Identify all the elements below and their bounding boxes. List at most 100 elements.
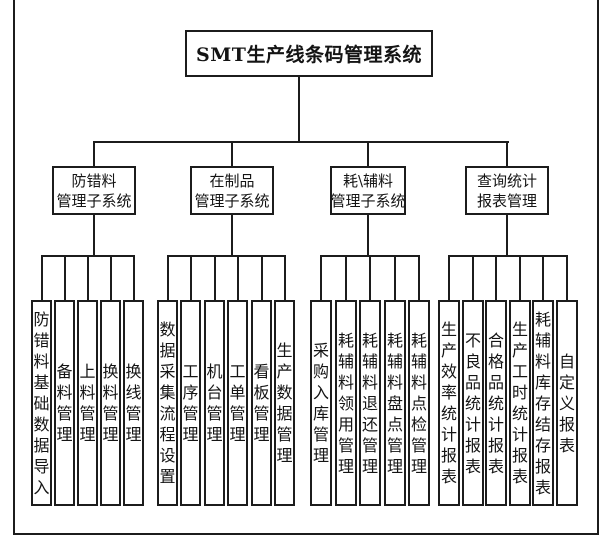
leaf-node-char: 辅	[337, 351, 354, 371]
leaf-node: 换线管理	[123, 300, 144, 506]
branch-node-label: 耗\辅料	[342, 171, 394, 190]
leaf-node-char: 统	[464, 393, 481, 413]
leaf-node-char: 料	[56, 383, 73, 402]
leaf-node-char: 计	[487, 414, 504, 434]
leaf-node-char: 报	[558, 414, 575, 434]
leaf-node-char: 报	[534, 456, 551, 476]
leaf-node-char: 理	[79, 425, 96, 444]
leaf-node-char: 定	[558, 372, 575, 392]
leaf-node-char: 据	[159, 341, 176, 360]
leaf-node-char: 数	[33, 414, 50, 434]
branch-node-label: 报表管理	[476, 191, 537, 210]
leaf-node-char: 表	[511, 467, 528, 486]
leaf-node: 耗辅料库存结存报表	[532, 300, 554, 506]
connector-leaf-drop	[542, 255, 544, 300]
connector-leaf-drop	[394, 255, 396, 300]
leaf-node-char: 换	[102, 362, 119, 381]
leaf-node: 耗辅料领用管理	[335, 300, 357, 506]
leaf-node: 自定义报表	[556, 300, 578, 506]
leaf-node-char: 管	[229, 404, 246, 423]
connector-branch-drop-3	[367, 141, 369, 166]
connector-leaf-drop	[40, 255, 43, 300]
branch-node-4: 查询统计报表管理	[465, 166, 549, 215]
leaf-node-char: 工	[182, 362, 199, 381]
leaf-node: 数据采集流程设置	[157, 300, 178, 506]
branch-node-label: 管理子系统	[194, 191, 270, 210]
leaf-node-char: 机	[206, 362, 223, 381]
leaf-node-char: 检	[410, 414, 427, 434]
leaf-node-char: 设	[159, 446, 176, 465]
leaf-node-char: 料	[386, 372, 403, 392]
connector-branch-drop-1	[93, 141, 95, 166]
leaf-node-char: 良	[464, 351, 481, 371]
connector-leaf-drop	[320, 255, 322, 300]
leaf-node-char: 盘	[386, 393, 403, 413]
leaf-node-char: 入	[312, 383, 329, 402]
leaf-node-char: 台	[206, 383, 223, 402]
branch-node-label: 管理子系统	[56, 191, 132, 210]
leaf-node-char: 上	[79, 362, 96, 381]
leaf-node-char: 管	[253, 404, 270, 423]
leaf-node-char: 耗	[337, 330, 354, 350]
leaf-node-char: 料	[33, 351, 50, 371]
connector-fan-bar-2	[166, 255, 286, 257]
connector-leaf-drop	[369, 255, 371, 300]
leaf-node-char: 耗	[534, 309, 551, 329]
leaf-node-char: 计	[511, 425, 528, 444]
branch-node-3: 耗\辅料管理子系统	[330, 166, 406, 215]
leaf-node-char: 置	[159, 467, 176, 486]
connector-leaf-drop	[109, 255, 112, 300]
leaf-node-char: 集	[159, 383, 176, 402]
connector-leaf-drop	[63, 255, 66, 300]
connector-leaf-drop	[519, 255, 521, 300]
leaf-node-char: 计	[440, 425, 457, 444]
leaf-node: 不良品统计报表	[462, 300, 484, 506]
root-node-label: SMT生产线条码管理系统	[196, 44, 422, 66]
leaf-node-char: 理	[102, 425, 119, 444]
leaf-node-char: 据	[276, 404, 293, 423]
leaf-node-char: 理	[56, 425, 73, 444]
leaf-node-char: 报	[487, 435, 504, 455]
leaf-node-char: 产	[276, 362, 293, 381]
connector-leaf-drop	[495, 255, 497, 300]
leaf-node-char: 单	[229, 383, 246, 402]
connector-branch-drop-4	[506, 141, 508, 166]
leaf-node-char: 管	[125, 404, 142, 423]
leaf-node-char: 耗	[410, 330, 427, 350]
leaf-node-char: 程	[159, 425, 176, 444]
leaf-node-char: 库	[312, 404, 329, 423]
leaf-node-char: 导	[33, 456, 50, 476]
leaf-node-char: 存	[534, 393, 551, 413]
leaf-node-char: 辅	[534, 330, 551, 350]
leaf-node-char: 计	[464, 414, 481, 434]
connector-fan-stem-3	[367, 215, 369, 257]
leaf-node-char: 流	[159, 404, 176, 423]
leaf-node-char: 品	[464, 372, 481, 392]
leaf-node-char: 板	[253, 383, 270, 402]
leaf-node-char: 管	[386, 435, 403, 455]
leaf-node-char: 耗	[386, 330, 403, 350]
leaf-node-char: 理	[410, 456, 427, 476]
leaf-node-char: 管	[79, 404, 96, 423]
leaf-node-char: 表	[464, 456, 481, 476]
connector-leaf-drop	[345, 255, 347, 300]
connector-leaf-drop	[448, 255, 450, 300]
leaf-node-char: 管	[312, 425, 329, 444]
leaf-node-char: 理	[312, 446, 329, 465]
leaf-node-char: 数	[276, 383, 293, 402]
leaf-node-char: 报	[464, 435, 481, 455]
leaf-node-char: 表	[487, 456, 504, 476]
leaf-node-char: 报	[440, 446, 457, 465]
leaf-node-char: 自	[558, 351, 575, 371]
leaf-node-char: 还	[361, 414, 378, 434]
leaf-node-char: 不	[464, 330, 481, 350]
leaf-node-char: 时	[511, 383, 528, 402]
connector-leaf-drop	[236, 255, 239, 300]
leaf-node-char: 管	[102, 404, 119, 423]
connector-leaf-drop	[86, 255, 89, 300]
leaf-node-char: 合	[487, 330, 504, 350]
leaf-node: 生产效率统计报表	[438, 300, 460, 506]
leaf-node-char: 据	[33, 435, 50, 455]
leaf-node-char: 产	[511, 341, 528, 360]
